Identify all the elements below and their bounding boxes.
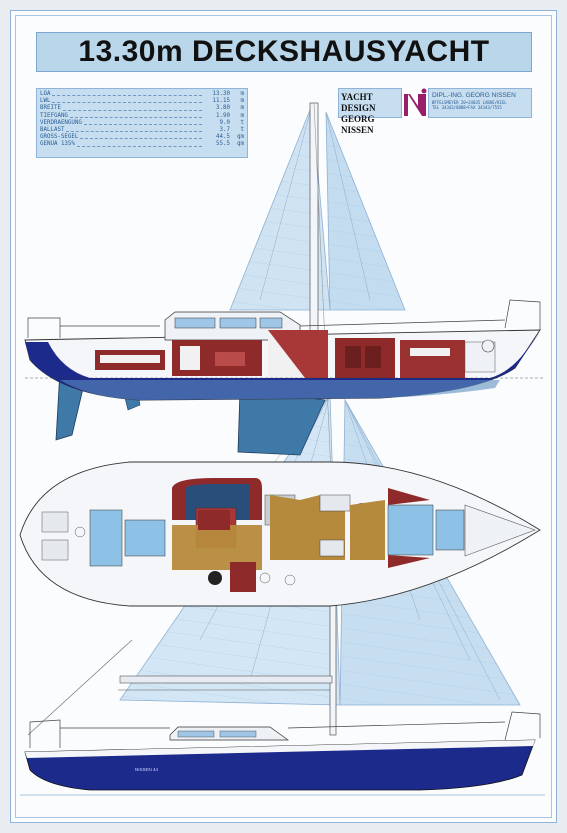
- spec-row: TIEFGANG 1.90 m: [40, 113, 244, 120]
- designer-logo-icon: [402, 88, 428, 118]
- spec-row: LOA 13.30 m: [40, 91, 244, 98]
- spec-row: LWL 11.15 m: [40, 98, 244, 105]
- deck-plan: [19, 461, 541, 607]
- designer-office: DIPL.-ING. GEORG NISSEN ØFFELSMEYER 20•2…: [428, 88, 532, 118]
- spec-label: BALLAST: [40, 127, 65, 134]
- spec-value: 1.90: [216, 112, 230, 119]
- spec-leader: [83, 120, 202, 126]
- spec-unit: m: [240, 91, 245, 97]
- designer-name: YACHT DESIGN GEORG NISSEN: [338, 88, 402, 135]
- spec-unit: qm: [237, 141, 244, 148]
- spec-unit: t: [240, 127, 245, 134]
- spec-label: BREITE: [40, 105, 61, 112]
- title-banner: 13.30m DECKSHAUSYACHT: [36, 32, 532, 72]
- spec-label: GROSS-SEGEL: [40, 134, 79, 141]
- office-name: DIPL.-ING. GEORG NISSEN: [432, 92, 516, 99]
- side-profile: [24, 299, 545, 456]
- spec-row: GROSS-SEGEL 44.5 qm: [40, 134, 244, 141]
- spec-value: 11.15: [212, 98, 230, 105]
- spec-label: LWL: [40, 98, 51, 105]
- spec-leader: [69, 113, 202, 118]
- spec-value: 3.80: [216, 105, 230, 112]
- spec-row: VERDRAENGUNG 9.0 t: [40, 120, 244, 127]
- spec-leader: [66, 127, 202, 133]
- spec-row: GENUA 135% 55.5 qm: [40, 141, 244, 148]
- spec-label: GENUA 135%: [40, 141, 75, 148]
- spec-label: TIEFGANG: [40, 112, 68, 119]
- spec-value: 44.5: [216, 134, 230, 141]
- spec-unit: m: [240, 98, 245, 105]
- designer-block: YACHT DESIGN GEORG NISSEN DIPL.-ING. GEO…: [338, 88, 532, 135]
- exterior-profile: NISSEN 44: [20, 711, 545, 796]
- spec-leader: [76, 141, 202, 147]
- spec-value: 55.5: [216, 141, 230, 148]
- spec-row: BALLAST 3.7 t: [40, 127, 244, 134]
- spec-leader: [62, 105, 202, 111]
- spec-leader: [80, 134, 202, 140]
- office-phone: TEL 34343/8888•FAX 34343/7555: [432, 105, 502, 110]
- spec-unit: qm: [237, 134, 244, 141]
- page-title: 13.30m DECKSHAUSYACHT: [78, 35, 490, 68]
- spec-unit: t: [240, 119, 245, 126]
- spec-leader: [52, 91, 202, 97]
- spec-value: 3.7: [219, 127, 230, 134]
- boom: [119, 675, 333, 684]
- spec-leader: [52, 98, 202, 104]
- office-address: ØFFELSMEYER 20•24035 LABOE/KIEL: [432, 100, 507, 105]
- spec-label: VERDRAENGUNG: [40, 119, 82, 126]
- spec-value: 13.30: [212, 91, 230, 97]
- designer-name-line1: YACHT DESIGN: [341, 92, 376, 113]
- spec-unit: m: [240, 112, 245, 119]
- spec-unit: m: [240, 105, 245, 112]
- spec-row: BREITE 3.80 m: [40, 105, 244, 112]
- hull-name: NISSEN 44: [135, 767, 159, 772]
- spec-value: 9.0: [219, 119, 230, 126]
- sheet-border: [15, 15, 552, 818]
- specifications-panel: LOA 13.30 m LWL 11.15 m BREITE 3.80 m TI…: [36, 88, 248, 158]
- spec-label: LOA: [40, 91, 51, 97]
- designer-name-line2: GEORG NISSEN: [341, 114, 375, 135]
